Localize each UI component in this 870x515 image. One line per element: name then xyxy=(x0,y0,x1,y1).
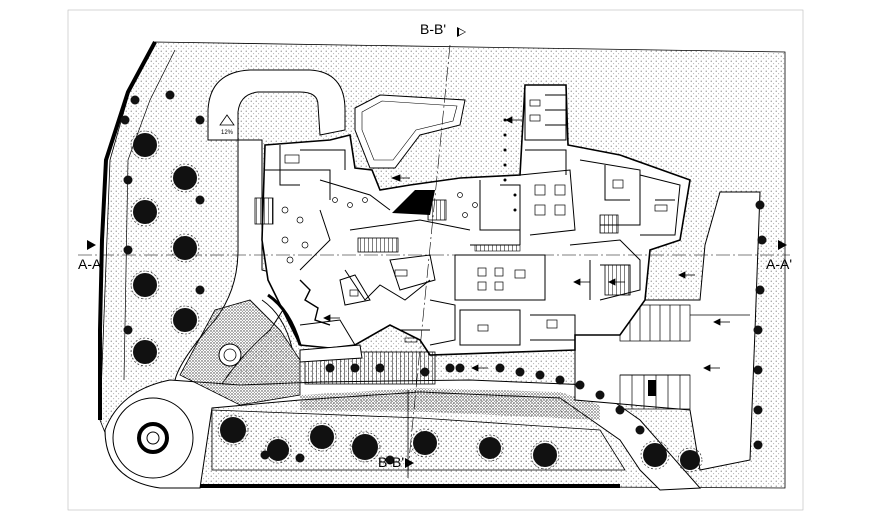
curved-bench xyxy=(267,293,302,346)
shrub xyxy=(495,363,505,373)
tree xyxy=(264,436,292,464)
shrub xyxy=(753,440,763,450)
furniture xyxy=(281,99,668,343)
tree xyxy=(677,447,703,473)
shrub xyxy=(755,285,765,295)
shrub xyxy=(123,175,133,185)
shrub xyxy=(123,245,133,255)
section-lines xyxy=(78,44,790,471)
tree xyxy=(130,130,160,160)
shrub xyxy=(165,90,175,100)
entrance-walkway xyxy=(299,344,363,363)
shrub xyxy=(295,453,305,463)
tree xyxy=(130,337,160,367)
section-flag-left xyxy=(87,240,96,250)
shrub xyxy=(130,95,140,105)
shrub xyxy=(535,370,545,380)
atrium-void xyxy=(392,190,435,215)
shrub xyxy=(753,325,763,335)
tree xyxy=(410,428,440,458)
tree xyxy=(170,233,200,263)
shrub xyxy=(120,115,130,125)
shrub xyxy=(385,455,395,465)
shrub xyxy=(123,325,133,335)
shrub xyxy=(555,375,565,385)
shrub xyxy=(195,285,205,295)
shrub xyxy=(635,425,645,435)
shrub xyxy=(515,367,525,377)
shrub xyxy=(195,195,205,205)
garden-border xyxy=(123,49,176,381)
section-flag-bottom xyxy=(405,458,414,468)
tree xyxy=(170,305,200,335)
plaza-fountain xyxy=(218,343,242,367)
shrub xyxy=(753,405,763,415)
shrub xyxy=(753,365,763,375)
section-label-top: B-B' xyxy=(420,21,447,37)
section-label-right: A-A' xyxy=(766,256,793,272)
section-label-bottom: B-B' xyxy=(378,454,405,470)
shrub xyxy=(755,200,765,210)
west-boundary-wall xyxy=(98,41,157,420)
slope-label: 12% xyxy=(221,130,234,136)
shrub xyxy=(420,367,430,377)
drawing-frame xyxy=(67,9,804,511)
shrub xyxy=(325,363,335,373)
shrub xyxy=(615,405,625,415)
tree xyxy=(349,431,381,463)
shrub xyxy=(455,363,465,373)
shrub xyxy=(595,390,605,400)
shrub xyxy=(195,115,205,125)
shrub xyxy=(445,363,455,373)
section-label-left: A-A' xyxy=(78,256,105,272)
south-drive xyxy=(104,379,702,491)
shrub xyxy=(350,363,360,373)
pool xyxy=(354,94,466,169)
tree xyxy=(307,422,337,452)
tree xyxy=(130,197,160,227)
tree xyxy=(130,270,160,300)
tree xyxy=(530,440,560,470)
flow-arrows xyxy=(323,116,730,372)
slope-marker xyxy=(219,114,235,126)
tree xyxy=(217,414,249,446)
section-flag-right xyxy=(778,240,787,250)
tree xyxy=(640,440,670,470)
tree xyxy=(476,434,504,462)
shrub xyxy=(757,235,767,245)
interior-walls xyxy=(265,84,681,346)
shrub xyxy=(575,380,585,390)
shrub xyxy=(375,363,385,373)
gravel-strip xyxy=(300,388,600,420)
shrub xyxy=(260,450,270,460)
roundabout-core xyxy=(146,431,160,445)
parked-car xyxy=(648,380,656,396)
section-flag-top-inner xyxy=(459,29,465,35)
tree xyxy=(170,163,200,193)
central-hall-wall xyxy=(299,279,331,326)
columns xyxy=(503,118,517,212)
